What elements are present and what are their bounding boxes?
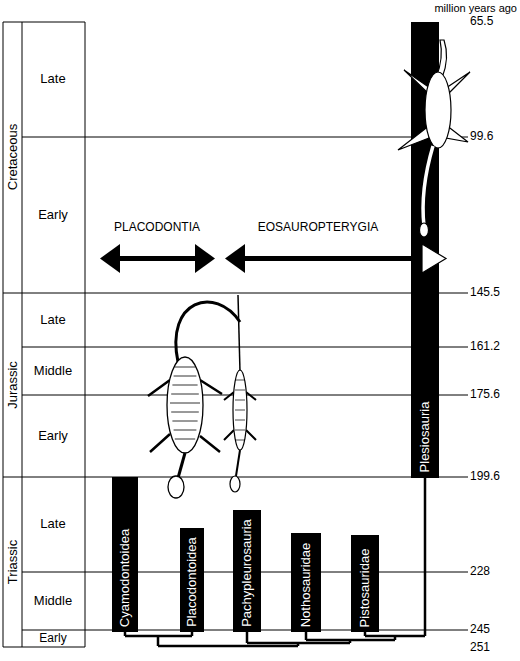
rib-stroke bbox=[174, 430, 197, 431]
plesiosaur-skeleton bbox=[398, 40, 470, 237]
taxon-range-bar: Pachypleurosauria bbox=[233, 510, 261, 632]
age-value: 161.2 bbox=[470, 340, 500, 353]
taxon-name: Pistosauridae bbox=[358, 548, 372, 627]
pachypleurosaur-skeleton bbox=[224, 295, 256, 492]
taxon-range-bar: Placodontoidea bbox=[180, 528, 204, 632]
taxon-name: Cyamodontoidea bbox=[118, 529, 132, 627]
taxon-range-bar: Cyamodontoidea bbox=[112, 477, 138, 632]
taxon-range-bar: Pistosauridae bbox=[351, 535, 379, 632]
taxon-name: Plesiosauria bbox=[418, 401, 432, 472]
epoch-name: Early bbox=[39, 632, 66, 645]
period-name: Cretaceous bbox=[5, 124, 19, 190]
epoch-name: Middle bbox=[34, 364, 72, 378]
rib-stroke bbox=[235, 400, 245, 401]
age-value: 99.6 bbox=[470, 130, 493, 143]
rib-stroke bbox=[174, 376, 197, 377]
age-value: 65.5 bbox=[470, 15, 493, 28]
taxon-range-bar: Plesiosauria bbox=[411, 340, 439, 477]
rib-stroke bbox=[171, 412, 199, 413]
age-value: 175.6 bbox=[470, 388, 500, 401]
age-value: 145.5 bbox=[470, 286, 500, 299]
clade-name: EOSAUROPTERYGIA bbox=[258, 221, 378, 234]
epoch-name: Early bbox=[38, 429, 68, 443]
epoch-name: Late bbox=[40, 313, 65, 327]
rib-stroke bbox=[172, 385, 197, 386]
age-value: 251 bbox=[470, 641, 490, 654]
taxon-name: Nothosauridae bbox=[299, 542, 313, 627]
period-name: Jurassic bbox=[5, 361, 19, 409]
age-value: 245 bbox=[470, 623, 490, 636]
cladogram bbox=[125, 477, 425, 646]
rib-stroke bbox=[235, 420, 245, 421]
rib-stroke bbox=[171, 394, 199, 395]
taxon-range-bar: Nothosauridae bbox=[291, 533, 321, 632]
rib-stroke bbox=[170, 403, 200, 404]
age-value: 228 bbox=[470, 565, 490, 578]
placodont-skeleton bbox=[148, 302, 240, 498]
rib-stroke bbox=[235, 410, 245, 411]
epoch-name: Middle bbox=[34, 594, 72, 608]
epoch-name: Late bbox=[40, 517, 65, 531]
age-value: 199.6 bbox=[470, 470, 500, 483]
taxon-name: Placodontoidea bbox=[185, 537, 199, 627]
epoch-name: Early bbox=[38, 208, 68, 222]
clade-name: PLACODONTIA bbox=[114, 221, 200, 234]
taxon-name: Pachypleurosauria bbox=[240, 519, 254, 627]
clade-arrows bbox=[100, 244, 446, 273]
rib-stroke bbox=[175, 439, 195, 440]
axis-unit: million years ago bbox=[434, 2, 517, 14]
rib-stroke bbox=[172, 421, 197, 422]
period-name: Triassic bbox=[5, 540, 19, 584]
rib-stroke bbox=[235, 430, 245, 431]
rib-stroke bbox=[235, 440, 245, 441]
rib-stroke bbox=[235, 390, 245, 391]
rib-stroke bbox=[175, 367, 195, 368]
epoch-name: Late bbox=[40, 72, 65, 86]
rib-stroke bbox=[235, 380, 245, 381]
